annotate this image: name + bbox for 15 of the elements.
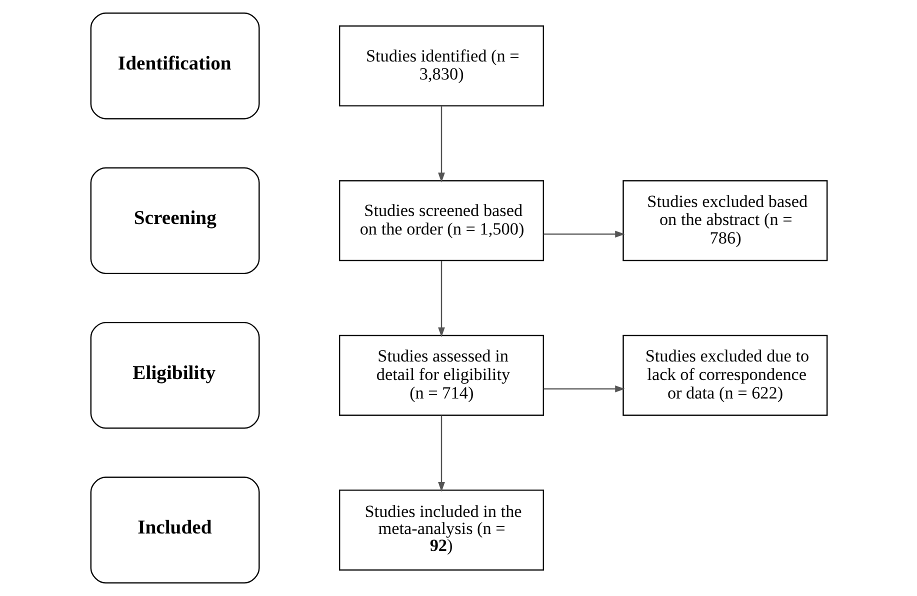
node-box: Studies excluded based on the abstract (n = 786) bbox=[622, 180, 828, 262]
node-box: Included bbox=[90, 476, 260, 584]
arrow bbox=[543, 385, 624, 392]
arrow bbox=[438, 106, 444, 182]
node-box: Identification bbox=[90, 12, 260, 120]
node-box: Studies identified (n = 3,830) bbox=[338, 25, 544, 106]
node-box: Studies included in the meta-analysis (n = 92) bbox=[338, 490, 544, 571]
node-box: Studies screened based on the order (n = 1,500) bbox=[338, 180, 544, 262]
node-box: Studies excluded due to lack of correspondence or data (n = 622) bbox=[622, 334, 828, 416]
node-box: Studies assessed in detail for eligibility (n = 714) bbox=[338, 334, 544, 416]
arrow bbox=[438, 260, 444, 338]
arrow bbox=[438, 416, 444, 492]
node-box: Screening bbox=[90, 167, 260, 274]
node-box: Eligibility bbox=[90, 322, 260, 429]
arrow bbox=[543, 230, 624, 238]
